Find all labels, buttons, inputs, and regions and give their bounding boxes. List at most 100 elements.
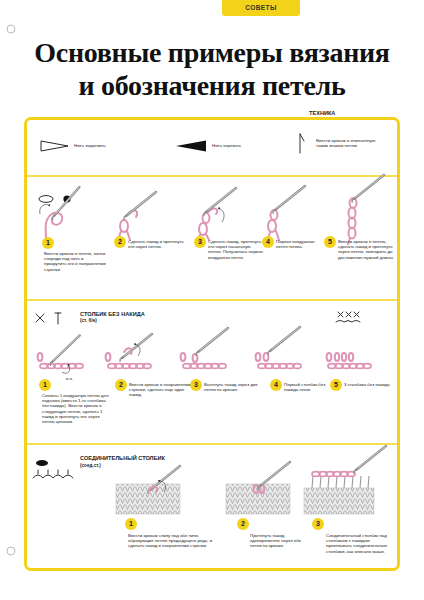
step-number-badge: 4 [270,379,282,391]
step-number-badge: 2 [115,379,127,391]
single-crochet-illustration [62,364,70,373]
symbol-insert-hook [300,134,304,153]
chain-stitch-illustration [40,204,50,214]
slip-stitch-illustration [148,487,157,492]
single-crochet-illustration [327,353,332,361]
divider-line [26,176,398,444]
single-crochet-illustration [256,353,261,361]
symbol-caption: Ввести крючок в отмеченную таким знаком … [316,138,388,148]
symbol-fasten [41,141,68,151]
step-number: 5 [330,379,342,391]
symbol-fasten [41,141,68,151]
single-crochet-illustration [120,334,152,361]
step-number: 1 [39,379,51,391]
slip-stitch-illustration [304,488,374,514]
step-number-badge: 5 [330,379,342,391]
step-number-badge: 1 [42,237,54,249]
slip-stitch-illustration [158,481,166,492]
step-text: Ввести крючок в направлении стрелки, сде… [129,382,191,398]
single-crochet-illustration [335,353,339,361]
single-crochet-illustration [196,328,228,355]
step-number-badge: 3 [190,379,202,391]
frame-heading: ТЕХНИКА [309,110,335,117]
section-abbreviation: (ст. б/н) [80,318,140,324]
step-number-badge: 3 [194,236,206,248]
slip-stitch-illustration [312,476,369,488]
step-number: 2 [237,518,249,530]
binder-hole [7,25,15,33]
single-crochet-illustration [342,353,346,361]
slip-stitch-illustration [258,462,290,489]
chain-stitch-illustration [204,188,236,215]
step-number-badge: 1 [125,518,137,530]
single-crochet-symbol [36,314,44,322]
single-crochet-illustration [336,321,360,323]
chain-stitch-illustration [268,220,276,232]
symbol-insert-hook [300,134,304,153]
step-number-badge: 5 [324,236,336,248]
binder-hole [7,547,15,555]
step-text: Первая воздушная петля готова. [276,239,322,249]
step-number-badge: 4 [262,236,274,248]
chain-stitch-illustration [218,208,224,222]
chain-stitch-illustration [349,208,356,219]
single-crochet-illustration [48,335,82,365]
single-crochet-illustration [268,327,300,354]
step-number: 3 [190,379,202,391]
section-abbreviation: (соед.ст.) [80,463,140,469]
symbol-cut [176,141,206,152]
step-text: Ввести крючок в петлю, сделать накид и п… [338,239,396,260]
single-crochet-illustration [40,364,83,369]
single-crochet-illustration [108,364,151,369]
step-number-badge: 2 [114,236,126,248]
step-text: Сделать накид и протянуть его через петл… [128,239,186,249]
step-number: 3 [312,518,324,530]
step-number: 1 [42,237,54,249]
symbol-caption: Нить отрезать [212,143,292,148]
step-number: 3 [194,236,206,248]
symbol-cut [176,141,206,152]
divider-line [26,176,398,444]
page-title: Основные примеры вязания и обозначения п… [20,36,404,102]
step-text: Ввести крючок в петлю, затем спереди под… [44,251,106,272]
section-title: СТОЛБИК БЕЗ НАКИДА [80,311,210,318]
chain-stitch-symbol [39,196,53,203]
chain-stitch-illustration [271,210,278,220]
step-number: 5 [324,236,336,248]
symbol-caption: Нить закрепить [74,143,154,148]
single-crochet-illustration [183,364,226,369]
slip-stitch-symbol [36,460,48,466]
single-crochet-illustration [134,344,140,356]
single-crochet-symbol [36,313,61,324]
chain-stitch-illustration [352,175,384,202]
step-text: Соединительный столбик над столбиком с н… [326,533,390,554]
single-crochet-illustration [38,353,43,361]
single-crochet-illustration [181,353,186,361]
single-crochet-illustration [338,312,359,317]
chain-stitch-illustration [273,186,305,213]
step-text: Вытянуть накид через две петли на крючке… [204,382,266,392]
single-crochet-illustration [106,353,111,361]
chain-stitch-illustration [40,175,384,244]
step-number-badge: 2 [237,518,249,530]
chain-stitch-illustration [48,187,84,219]
step-number: 2 [115,379,127,391]
step-text: 3 столбика без накида [344,382,390,387]
step-text: Ввести крючок снизу под обе нити, образу… [128,533,220,549]
slip-stitch-illustration [148,466,180,493]
slip-stitch-symbol [33,460,73,478]
step-number-badge: 3 [312,518,324,530]
single-crochet-symbol [55,313,61,324]
single-crochet-illustration [38,312,371,373]
single-crochet-illustration [349,353,353,361]
slip-stitch-illustration [116,484,180,514]
step-number-badge: 1 [39,379,51,391]
step-number: 1 [125,518,137,530]
tab-label: СОВЕТЫ [222,0,300,16]
step-text: Протянуть накид одновременно через обе п… [250,533,312,549]
binder-hole [7,25,15,555]
chain-stitch-illustration [124,192,156,219]
callout-label: в.п. [66,376,86,381]
